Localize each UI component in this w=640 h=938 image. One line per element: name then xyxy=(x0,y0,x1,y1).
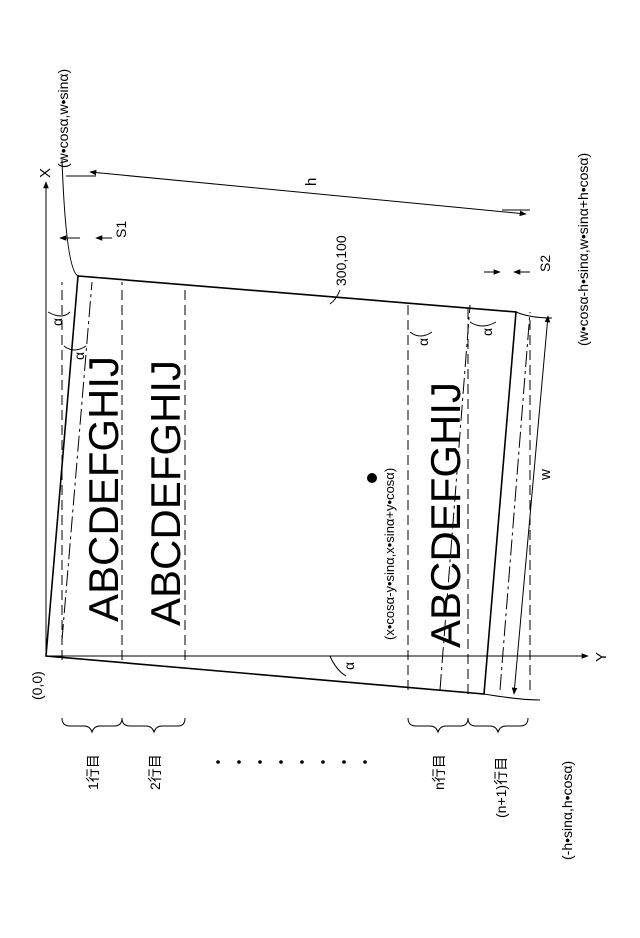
corner-leader xyxy=(516,312,552,318)
h-label: h xyxy=(303,178,320,186)
row-brace xyxy=(122,718,185,732)
tilted-reference-line xyxy=(500,312,530,690)
row-label-n: n行目 xyxy=(431,754,447,790)
row-brace xyxy=(468,718,528,732)
row-brace xyxy=(408,718,468,732)
center-point xyxy=(367,473,377,483)
angle-arc xyxy=(470,322,496,326)
w-dimension-line xyxy=(514,316,548,694)
corner-label-top: (w•cosα,w•sinα) xyxy=(55,69,71,168)
angle-label: α xyxy=(71,352,87,360)
y-axis-label: Y xyxy=(593,652,610,662)
angle-arc xyxy=(48,312,70,316)
reference-label: 300,100 xyxy=(333,235,349,286)
s2-label: S2 xyxy=(537,255,553,272)
ellipsis-dots xyxy=(216,760,367,764)
s1-label: S1 xyxy=(113,221,129,238)
corner-label-right: (w•cosα-h•sinα,w•sinα+h•cosα) xyxy=(575,153,591,346)
row-label-2: 2行目 xyxy=(147,754,163,790)
angle-label: α xyxy=(49,318,65,326)
angle-arc xyxy=(64,346,86,350)
row-label-1: 1行目 xyxy=(85,754,101,790)
angle-label: α xyxy=(415,338,431,346)
center-point-label: (x•cosα-y•sinα,x•sinα+y•cosα) xyxy=(382,468,397,640)
corner-leader xyxy=(62,160,78,276)
w-label: w xyxy=(537,469,554,481)
text-line-2: ABCDEFGHIJ xyxy=(142,360,189,626)
angle-arc xyxy=(410,332,432,336)
angle-label: α xyxy=(341,662,357,670)
corner-label-bottom: (-h•sinα,h•cosα) xyxy=(559,761,575,860)
angle-label: α xyxy=(479,328,495,336)
text-line-n: ABCDEFGHIJ xyxy=(422,382,469,648)
corner-leader xyxy=(484,694,540,700)
x-axis-label: X xyxy=(37,168,54,178)
row-brace xyxy=(62,718,122,732)
origin-label: (0,0) xyxy=(29,671,45,700)
text-line-1: ABCDEFGHIJ xyxy=(80,356,127,622)
row-label-n-plus-1: (n+1)行目 xyxy=(493,757,509,818)
